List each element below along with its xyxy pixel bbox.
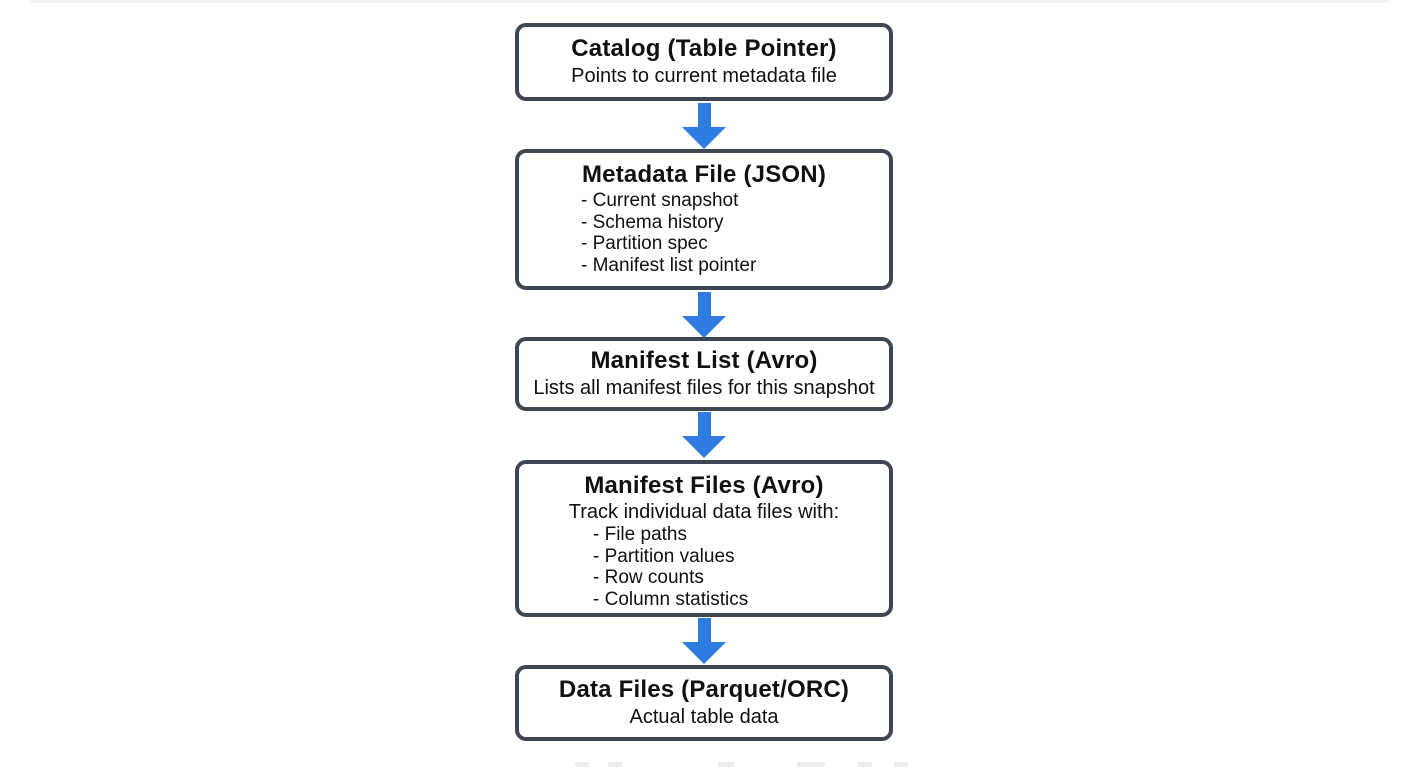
node-catalog: Catalog (Table Pointer) Points to curren… [515, 23, 893, 101]
node-item-list: - File paths - Partition values - Row co… [593, 524, 889, 610]
node-manifest-files: Manifest Files (Avro) Track individual d… [515, 460, 893, 617]
arrow-metadata-to-manifest-list-icon [682, 292, 726, 338]
list-item: - Partition values [593, 545, 735, 567]
list-item: - Column statistics [593, 588, 749, 610]
node-item-list: - Current snapshot - Schema history - Pa… [581, 190, 889, 276]
arrow-shaft [697, 412, 711, 438]
list-item: - Current snapshot [581, 190, 739, 211]
list-item: - Manifest list pointer [581, 254, 757, 276]
bottom-edge-artifact [718, 762, 734, 767]
list-item: - Schema history [581, 211, 724, 233]
arrow-catalog-to-metadata-icon [682, 103, 726, 149]
top-edge-artifact [30, 0, 1388, 3]
node-subtitle: Track individual data files with: [568, 501, 840, 523]
node-data-files: Data Files (Parquet/ORC) Actual table da… [515, 665, 893, 741]
arrow-manifest-files-to-data-files-icon [682, 618, 726, 664]
node-title: Metadata File (JSON) [581, 161, 827, 188]
node-manifest-list: Manifest List (Avro) Lists all manifest … [515, 337, 893, 411]
node-title: Catalog (Table Pointer) [571, 35, 837, 62]
arrow-shaft [697, 103, 711, 129]
arrow-head [682, 642, 726, 664]
node-title: Manifest List (Avro) [590, 347, 818, 374]
bottom-edge-artifact [858, 762, 872, 767]
arrow-head [682, 436, 726, 458]
node-title: Data Files (Parquet/ORC) [558, 676, 850, 703]
list-item: - Row counts [593, 567, 704, 588]
node-subtitle: Lists all manifest files for this snapsh… [533, 377, 875, 399]
list-item: - File paths [593, 524, 687, 545]
node-metadata-file: Metadata File (JSON) - Current snapshot … [515, 149, 893, 290]
list-item: - Partition spec [581, 233, 708, 254]
arrow-shaft [697, 292, 711, 318]
arrow-shaft [697, 618, 711, 644]
bottom-edge-artifact [797, 762, 825, 767]
node-subtitle: Points to current metadata file [571, 65, 837, 87]
arrow-manifest-list-to-manifest-files-icon [682, 412, 726, 458]
node-subtitle: Actual table data [629, 706, 779, 728]
arrow-head [682, 127, 726, 149]
bottom-edge-artifact [575, 762, 589, 767]
node-title: Manifest Files (Avro) [584, 472, 824, 499]
arrow-head [682, 316, 726, 338]
bottom-edge-artifact [608, 762, 622, 767]
bottom-edge-artifact [894, 762, 908, 767]
